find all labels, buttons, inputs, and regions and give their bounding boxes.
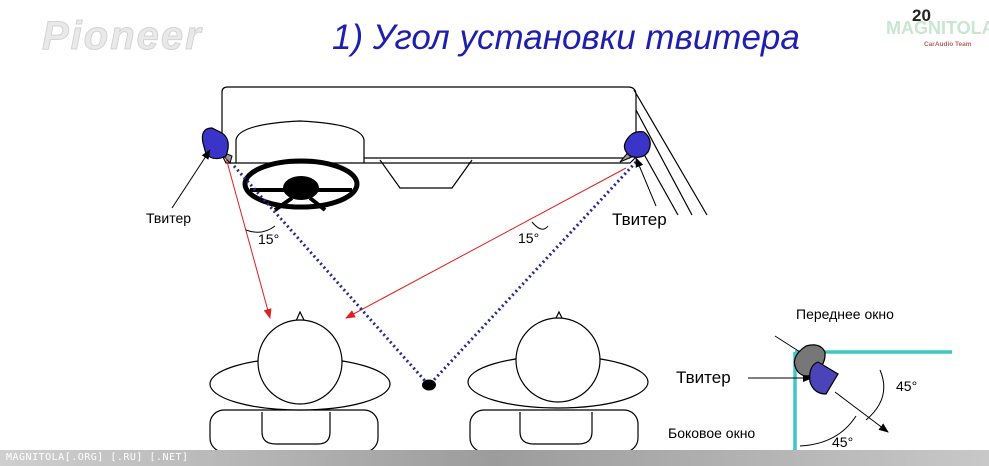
watermark-subtitle: CarAudio Team (924, 41, 972, 48)
axis-line-right (430, 160, 638, 384)
tweeter-left-label: Твитер (146, 210, 192, 226)
slide-title: 1) Угол установки твитера (332, 18, 800, 57)
angle-right-label: 15° (518, 230, 540, 246)
axis-line-left (232, 165, 428, 383)
steering-wheel (242, 158, 360, 212)
front-window-label: Переднее окно (796, 306, 894, 322)
magnitola-watermark: MAGNITOLA (886, 18, 989, 38)
page-number: 20 (912, 6, 931, 25)
sight-line-left (225, 157, 272, 319)
inset-tweeter-label: Твитер (676, 368, 731, 387)
tweeter-right (619, 131, 651, 163)
footer-watermark-text: MAGNITOLA[.ORG] [.RU] [.NET] (6, 452, 189, 463)
angle-upper-label: 45° (896, 378, 918, 394)
angle-arc-left (245, 225, 276, 233)
footer-bar (0, 450, 989, 466)
side-window-label: Боковое окно (668, 425, 756, 441)
tweeter-right-label: Твитер (612, 210, 667, 229)
angle-lower-label: 45° (832, 434, 854, 450)
angle-arc-right (531, 221, 549, 230)
seat-left (209, 310, 391, 453)
inset-window-corner (748, 335, 952, 466)
focus-point (422, 379, 436, 391)
seat-right (467, 310, 649, 453)
angle-left-label: 15° (258, 231, 280, 247)
pioneer-logo: Pioneer (42, 14, 203, 59)
sight-line-right (345, 167, 627, 319)
